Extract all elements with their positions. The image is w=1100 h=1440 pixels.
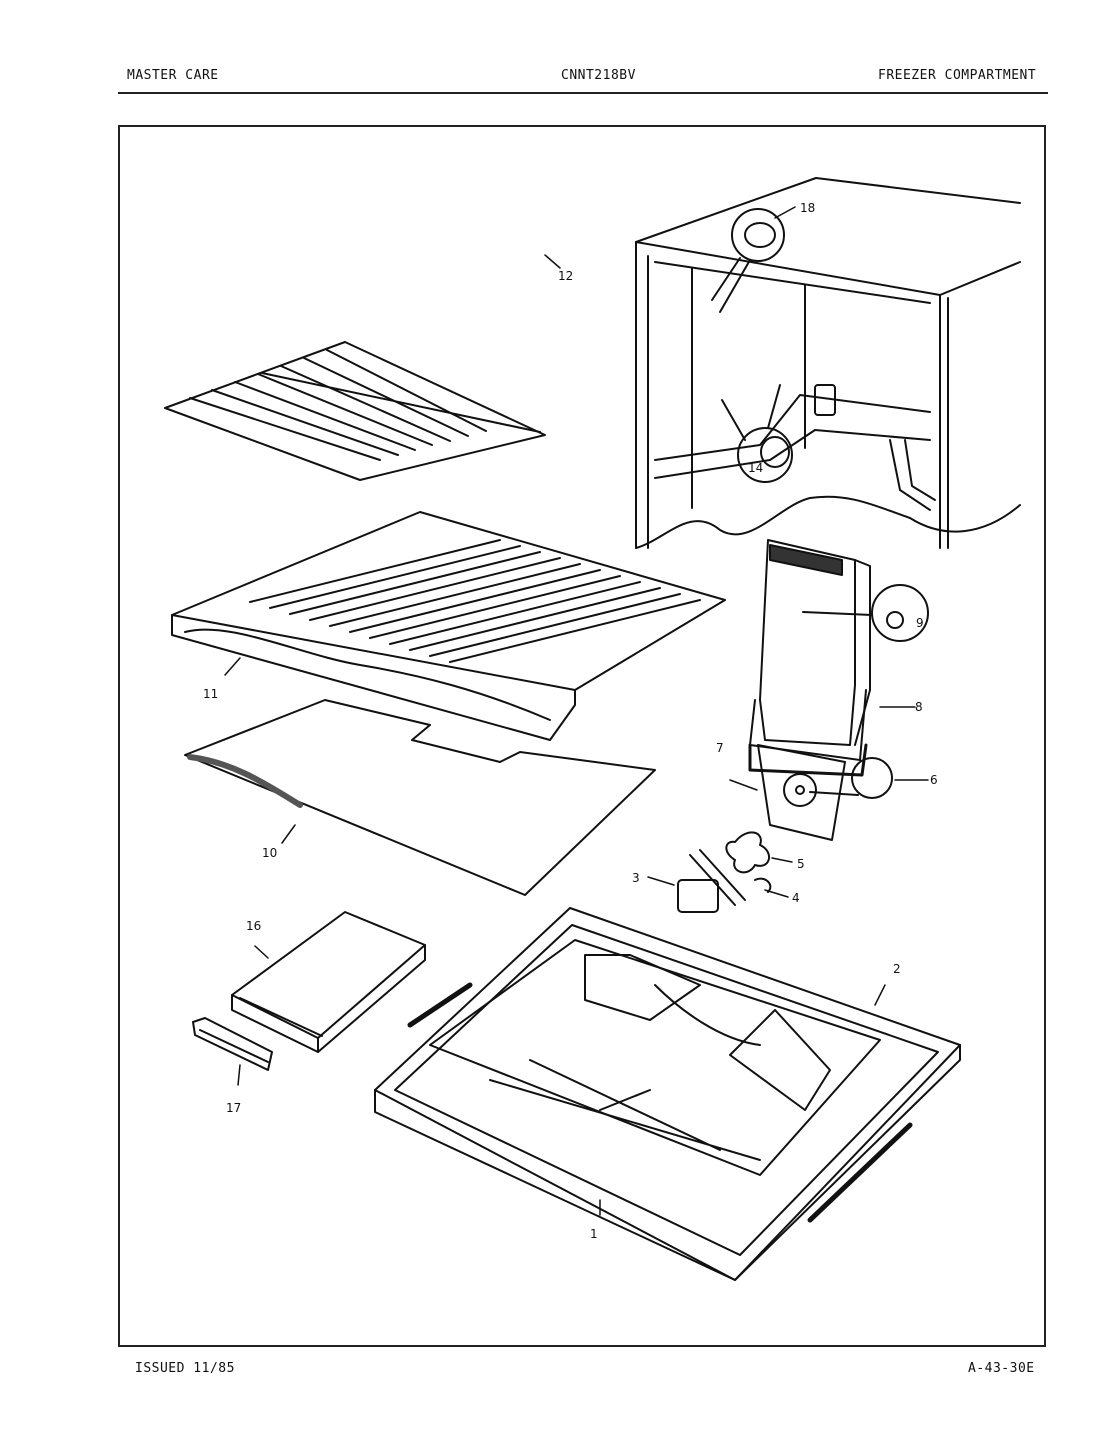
callout-label-5: 5 [797,857,805,871]
callout-label-17: 17 [226,1101,241,1115]
header-section: FREEZER COMPARTMENT [878,68,1037,83]
shelf-tray-11 [171,511,726,741]
callout-label-12: 12 [558,269,573,283]
header-rule [118,92,1048,94]
callout-label-4: 4 [792,891,800,905]
callout-label-7: 7 [716,741,724,755]
crisper-bin-16 [231,911,426,1053]
drain-pan-1 [374,907,961,1281]
callout-label-2: 2 [893,962,901,976]
callout-label-1: 1 [590,1227,598,1241]
diagram-frame [118,125,1046,1347]
callout-label-8: 8 [915,700,923,714]
cabinet-drawing [635,177,1021,549]
callout-labels: 1 2 3 4 5 6 7 8 9 10 11 12 14 16 17 18 [203,201,938,1241]
header-brand: MASTER CARE [127,68,219,83]
callout-label-16: 16 [246,919,261,933]
wire-shelf-12 [164,341,546,481]
callout-label-3: 3 [632,871,640,885]
callout-label-14: 14 [748,461,763,475]
fan-bracket-7 [757,744,893,841]
footer-code: A-43-30E [968,1361,1035,1376]
header-model: CNNT218BV [561,68,636,83]
callout-label-11: 11 [203,687,218,701]
callout-label-6: 6 [930,773,938,787]
leader-arrows [224,206,929,1216]
rail-left [407,982,473,1028]
rail-17 [192,1017,273,1071]
callout-label-10: 10 [262,846,277,860]
callout-label-18: 18 [800,201,815,215]
fan-motor-assembly [677,831,772,913]
callout-9-detail [802,584,929,642]
callout-label-9: 9 [916,616,924,630]
evaporator-cover-8 [748,539,871,777]
callout-18-detail [711,208,785,313]
callout-14-detail [721,384,793,483]
glass-panel-10 [184,699,656,896]
footer-issued: ISSUED 11/85 [135,1361,235,1376]
